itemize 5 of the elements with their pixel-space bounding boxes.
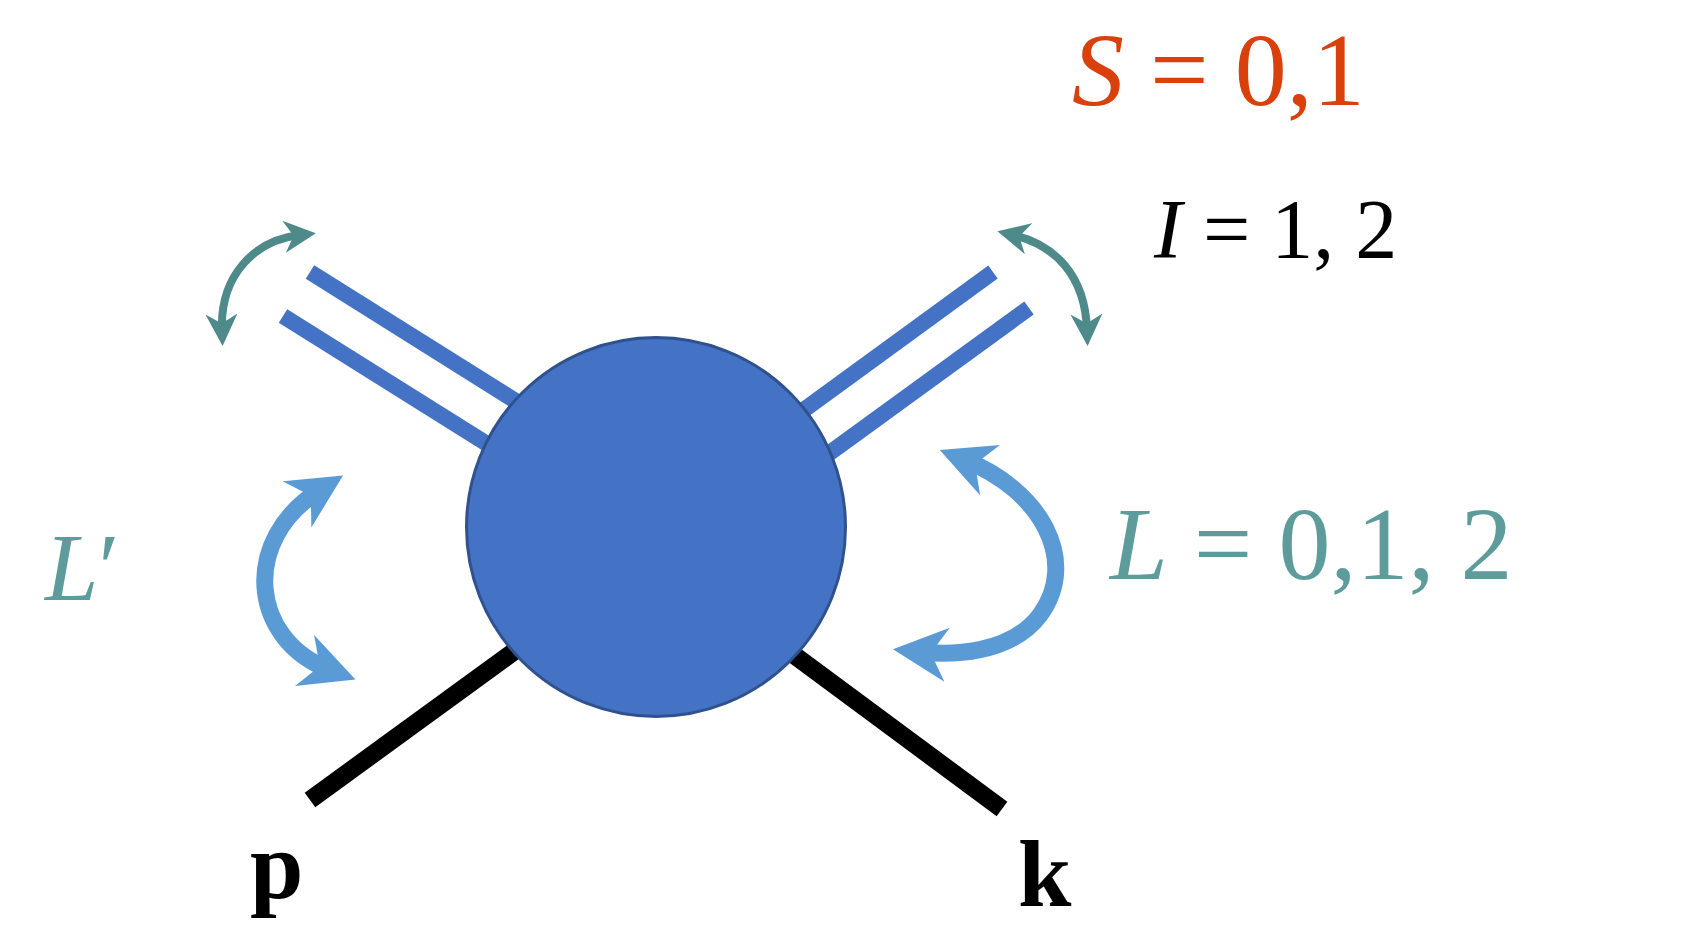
angular-momentum-label: L = 0,1, 2	[1110, 492, 1513, 596]
angular-momentum-label: L′	[45, 520, 120, 616]
spin-label: S = 0,1	[1072, 18, 1365, 122]
isospin-label: I = 1, 2	[1154, 188, 1398, 272]
momentum-label: k	[1018, 826, 1072, 922]
